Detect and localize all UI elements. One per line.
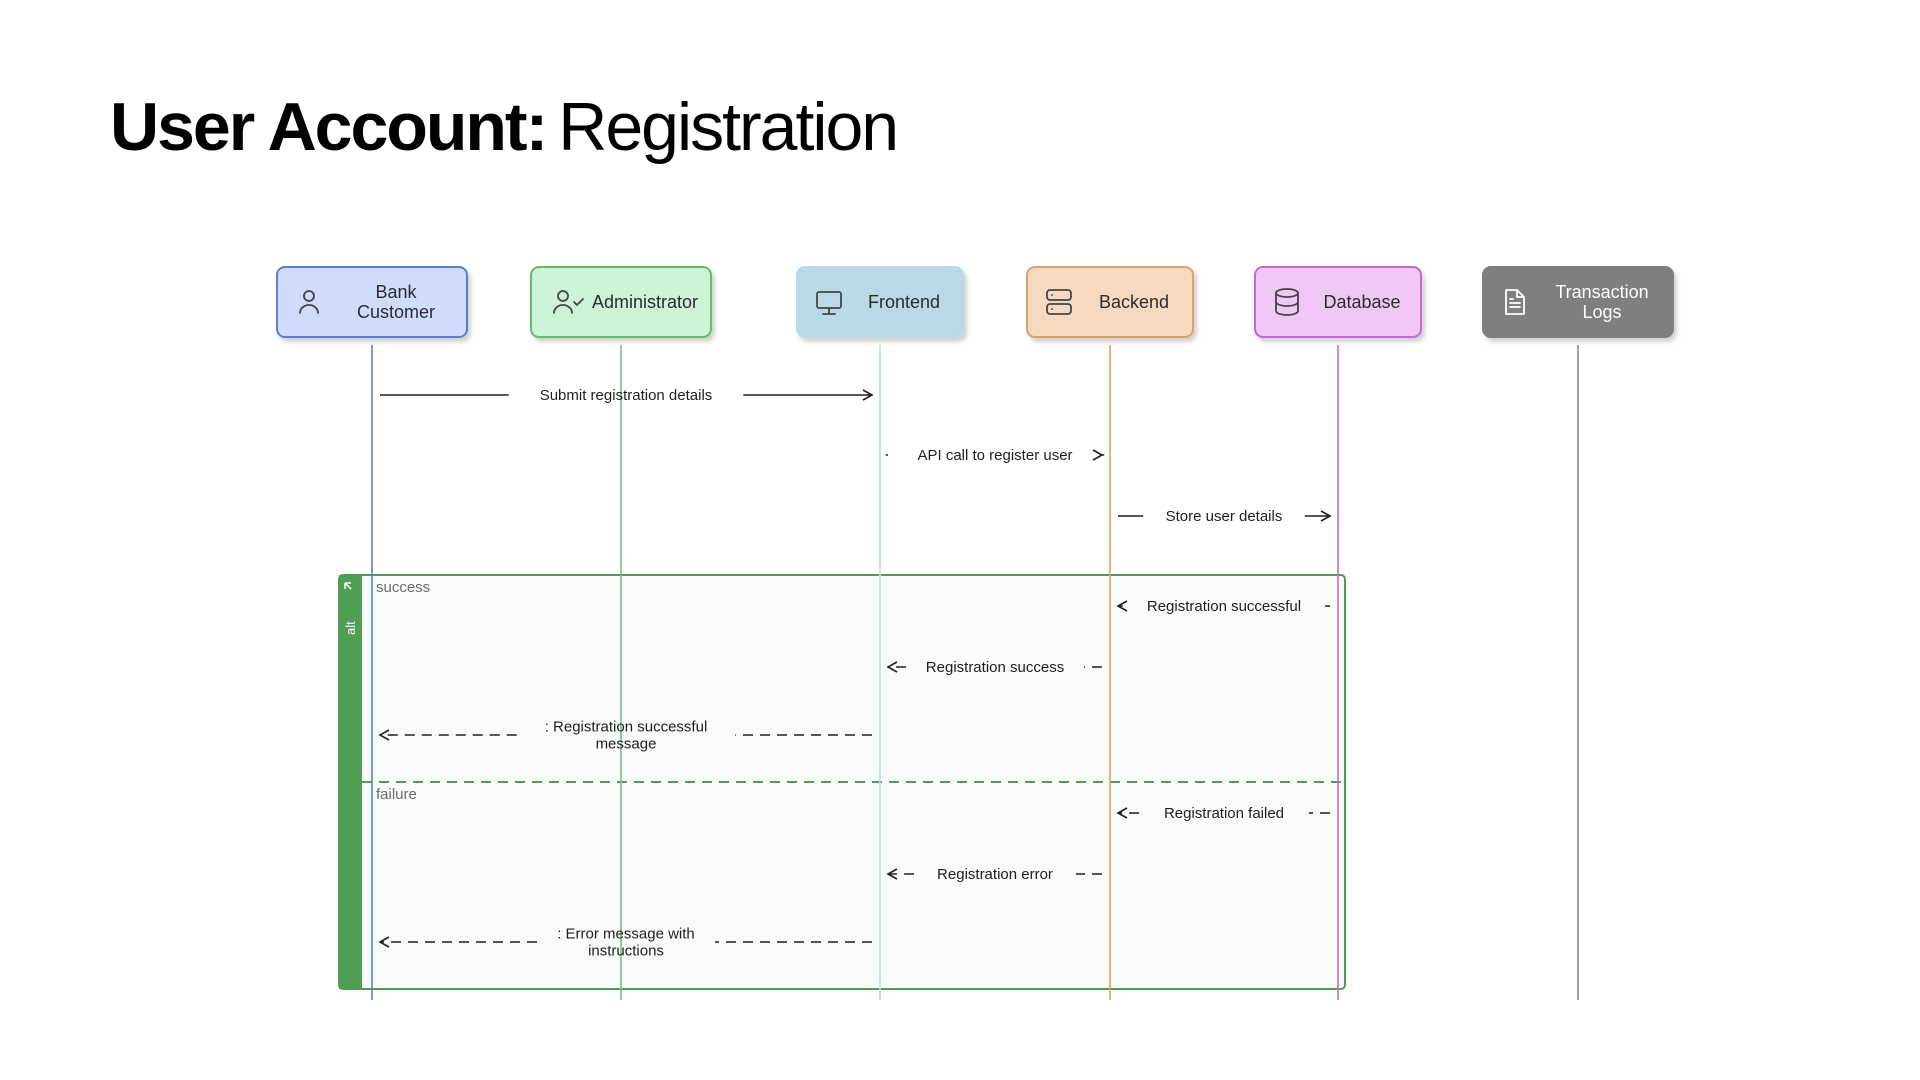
participant-label: Backend [1099, 292, 1169, 312]
document-icon [1505, 289, 1525, 315]
participant-box [796, 266, 964, 338]
database-icon [1275, 288, 1299, 316]
participant-database[interactable]: Database [1254, 266, 1422, 338]
message-7: Registration failed [1116, 805, 1330, 822]
page-title-light: Registration [558, 89, 899, 165]
alt-fragment-bar [339, 575, 362, 989]
participant-admin[interactable]: Administrator [530, 266, 712, 338]
participant-frontend[interactable]: Frontend [796, 266, 964, 338]
message-1: Submit registration details [380, 387, 874, 404]
guard-success: success [376, 579, 430, 596]
message-label: Submit registration details [540, 387, 713, 404]
monitor-icon [816, 291, 842, 315]
participant-label: Administrator [592, 292, 698, 312]
collapse-icon[interactable] [344, 582, 352, 590]
participant-backend[interactable]: Backend [1026, 266, 1194, 338]
message-label: Store user details [1166, 508, 1283, 525]
participant-label: Customer [357, 302, 435, 322]
message-label: : Error message with [557, 926, 695, 943]
participant-label: Frontend [868, 292, 940, 312]
message-label: Registration failed [1164, 805, 1284, 822]
guard-failure: failure [376, 786, 417, 803]
message-label: : Registration successful [545, 719, 708, 736]
message-label: API call to register user [917, 447, 1072, 464]
arrowhead [1320, 510, 1332, 522]
participant-label: Bank [375, 282, 417, 302]
message-label: message [596, 736, 657, 753]
arrowhead [378, 729, 390, 741]
participant-label: Logs [1582, 302, 1621, 322]
participant-box [276, 266, 468, 338]
arrowhead [886, 868, 898, 880]
server-icon [1046, 289, 1072, 315]
message-label: Registration successful [1147, 598, 1301, 615]
participant-box [1026, 266, 1194, 338]
participant-box [1482, 266, 1674, 338]
message-3: Store user details [1118, 508, 1332, 525]
arrowhead [862, 389, 874, 401]
page-title: User Account:Registration [110, 82, 899, 172]
message-4: Registration successful [1116, 598, 1330, 615]
message-8: Registration error [886, 866, 1102, 883]
participant-box [1254, 266, 1422, 338]
participant-label: Transaction [1555, 282, 1648, 302]
message-5: Registration success [886, 659, 1102, 676]
arrowhead [886, 661, 898, 673]
participant-box [530, 266, 712, 338]
user-check-icon [553, 290, 584, 314]
page-title-bold: User Account: [110, 89, 548, 165]
arrowhead [1116, 807, 1128, 819]
arrowhead [1116, 600, 1128, 612]
message-2: API call to register user [885, 447, 1105, 464]
arrowhead [1092, 449, 1104, 461]
message-label: Registration success [926, 659, 1064, 676]
message-label: Registration error [937, 866, 1053, 883]
alt-operator-label: alt [343, 621, 358, 635]
arrowhead [378, 936, 390, 948]
user-icon [299, 290, 319, 314]
message-label: instructions [588, 943, 664, 960]
participant-label: Database [1323, 292, 1400, 312]
